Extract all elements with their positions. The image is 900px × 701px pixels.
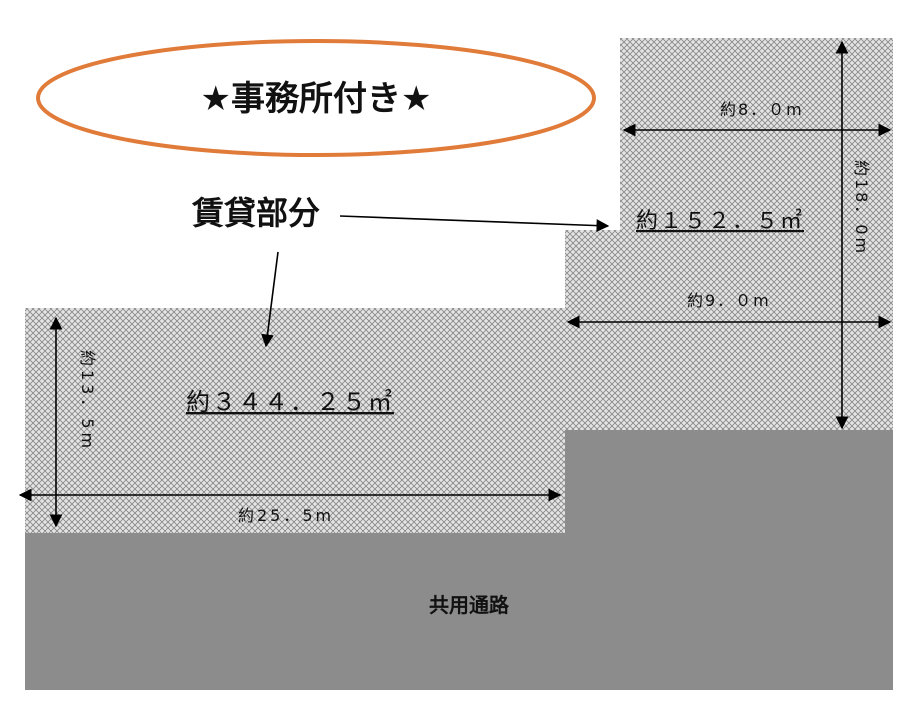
dim-label-upper-top-width: 約8．０m xyxy=(720,100,804,119)
dim-label-upper-mid-width: 約9．０m xyxy=(687,291,771,310)
banner-ellipse xyxy=(36,39,596,157)
corridor-label: 共用通路 xyxy=(429,593,510,617)
dim-label-lower-height: 約13．5m xyxy=(78,350,97,452)
rental-pointer-arrow-right xyxy=(339,215,610,232)
lower-area-label: 約３４４．２５㎡ xyxy=(186,388,394,416)
dim-label-lower-width: 約25．5m xyxy=(238,506,334,525)
rental-area-shape xyxy=(25,38,893,533)
rental-label: 賃貸部分 xyxy=(191,194,320,232)
rental-pointer-arrow-down xyxy=(261,251,279,348)
upper-area-label: 約１５２．５㎡ xyxy=(636,208,804,234)
banner-text: ★事務所付き★ xyxy=(201,79,432,119)
shared-corridor-area xyxy=(25,430,893,690)
dim-label-upper-height: 約18．0m xyxy=(852,160,871,256)
